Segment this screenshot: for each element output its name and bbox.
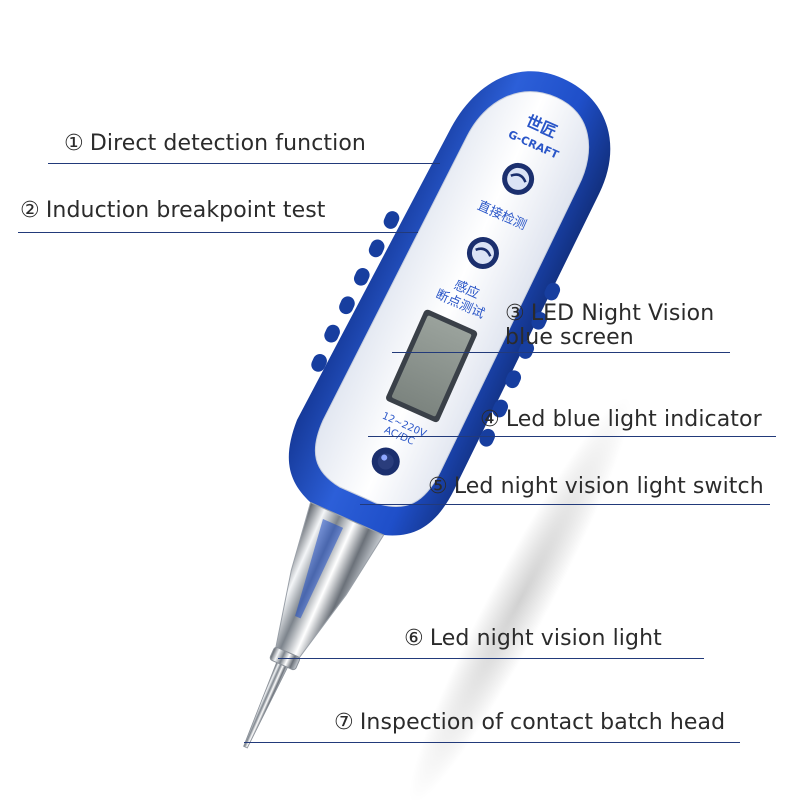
callout-text: Direct detection function <box>89 131 366 156</box>
callout-text: Led blue light indicator <box>505 407 762 432</box>
leader-line <box>368 436 776 437</box>
callout-number: ⑥ <box>404 626 424 651</box>
leader-line <box>278 658 704 659</box>
callout-number: ① <box>64 131 84 156</box>
callout-text: Led night vision light switch <box>453 474 764 499</box>
leader-line <box>18 232 418 233</box>
leader-line <box>360 504 770 505</box>
callout-text: Led night vision light <box>429 626 662 651</box>
callout-number: ④ <box>480 407 500 432</box>
chrome-tip <box>274 501 385 662</box>
callout-number: ③ <box>505 301 525 326</box>
front-panel <box>314 91 590 507</box>
induction-breakpoint-button[interactable] <box>462 232 504 274</box>
callout-text: LED Night Vision <box>530 301 715 326</box>
probe-head <box>243 661 289 749</box>
callout-number: ⑦ <box>334 710 354 735</box>
callout-text-line2: blue screen <box>505 325 634 350</box>
callout-text: Inspection of contact batch head <box>359 710 726 735</box>
callout-number: ⑤ <box>428 474 448 499</box>
leader-line <box>392 352 730 353</box>
leader-line <box>244 742 740 743</box>
direct-detection-button[interactable] <box>497 158 539 200</box>
callout-text: Induction breakpoint test <box>45 198 326 223</box>
leader-line <box>48 163 440 164</box>
callout-number: ② <box>20 198 40 223</box>
lcd-screen <box>386 309 478 423</box>
led-indicator-light <box>371 447 400 476</box>
